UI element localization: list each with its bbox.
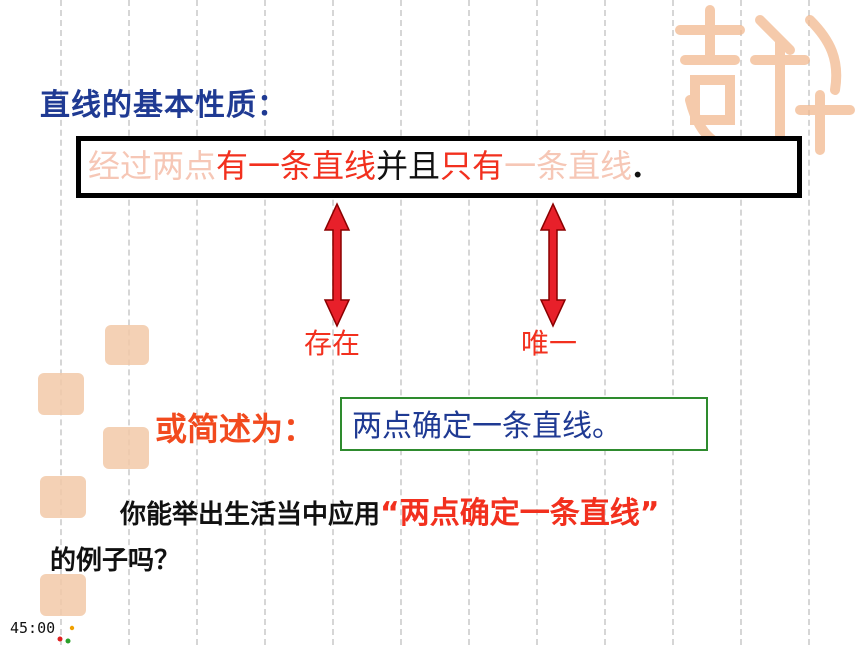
definition-part-4: 只有 <box>440 147 505 185</box>
definition-part-5: 一条直线 <box>504 147 633 185</box>
question-line-2: 的例子吗？ <box>50 546 181 576</box>
arrow-exist-icon <box>323 202 351 328</box>
timer-dots-icon <box>57 625 75 644</box>
definition-box <box>76 136 802 198</box>
definition-part-3: 并且 <box>376 147 441 185</box>
timer-readout: 45:00 <box>10 619 55 637</box>
seal-stamp-large <box>675 5 855 155</box>
label-exist: 存在 <box>304 327 361 360</box>
definition-text: 经过两点有一条直线并且只有一条直线. <box>88 145 643 187</box>
question-quoted: “两点确定一条直线” <box>380 496 660 531</box>
timer-value: 45:00 <box>10 619 56 637</box>
seal-stamp-small-2 <box>38 373 84 415</box>
seal-stamp-small-4 <box>40 476 86 518</box>
question-line-1: 你能举出生活当中应用“两点确定一条直线” <box>120 488 659 532</box>
seal-stamp-small-5 <box>40 574 86 616</box>
summary-box <box>340 397 708 451</box>
seal-stamp-small-1 <box>105 325 149 365</box>
page-title: 直线的基本性质： <box>40 88 288 123</box>
definition-period: . <box>632 147 644 185</box>
definition-part-1: 经过两点 <box>88 147 217 185</box>
definition-part-2: 有一条直线 <box>216 147 377 185</box>
seal-stamp-small-3 <box>103 427 149 469</box>
question-prefix: 你能举出生活当中应用 <box>120 500 381 530</box>
summary-label: 或简述为： <box>155 410 316 448</box>
summary-text: 两点确定一条直线。 <box>352 409 622 444</box>
arrow-unique-icon <box>539 202 567 328</box>
label-unique: 唯一 <box>521 327 578 360</box>
